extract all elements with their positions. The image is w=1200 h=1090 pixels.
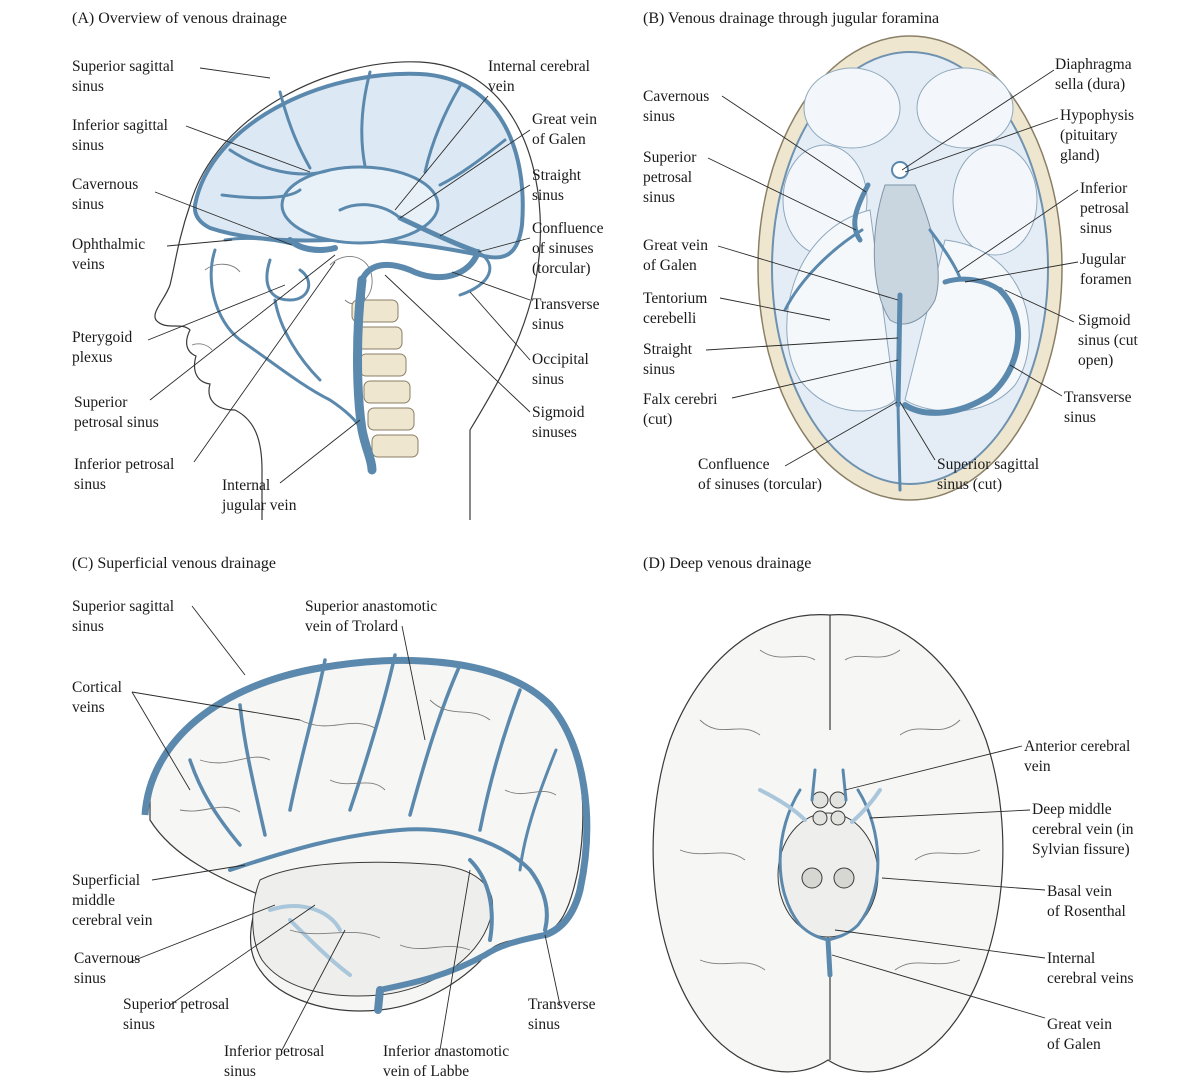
great-vein-galen-d [825, 937, 833, 978]
head-outline [154, 61, 542, 520]
panel-b-title: (B) Venous drainage through jugular fora… [643, 10, 940, 27]
superficial-middle-cerebral-c [228, 827, 549, 932]
label-a-inferior-sagittal-sinus: Inferior sagittal sinus [72, 117, 168, 154]
label-a-superior-sagittal-sinus: Superior sagittal sinus [72, 58, 175, 95]
straight-sinus-b [895, 292, 903, 408]
label-d-basal-vein-of-rosenthal: Basal vein of Rosenthal [1047, 883, 1126, 920]
transverse-sigmoid-path [359, 249, 481, 303]
temporal-lobe-c [252, 861, 494, 997]
label-b-falx-cerebri: Falx cerebri (cut) [643, 391, 718, 428]
label-a-great-vein-of-galen: Great vein of Galen [532, 111, 597, 148]
label-a-confluence-of-sinuses: Confluence of sinuses (torcular) [532, 220, 604, 277]
lips-outline [191, 343, 213, 351]
label-a-cavernous-sinus: Cavernous sinus [72, 176, 139, 213]
panel-d-illustration [652, 614, 1004, 1073]
panel-c-illustration [141, 653, 591, 1014]
label-c-cortical-veins: Cortical veins [72, 679, 122, 716]
jugular-c [374, 986, 384, 1014]
falx-line-b [896, 403, 902, 492]
label-d-great-vein-of-galen: Great vein of Galen [1047, 1016, 1112, 1053]
label-b-confluence-of-sinuses: Confluence of sinuses (torcular) [698, 456, 822, 493]
label-b-sigmoid-sinus: Sigmoid sinus (cut open) [1078, 312, 1138, 369]
deep-middle-cerebral-left [758, 788, 807, 822]
transverse-sinus-c [377, 932, 548, 993]
label-a-internal-cerebral-vein: Internal cerebral vein [488, 58, 590, 95]
cavernous-sinus-path [287, 237, 338, 253]
middle-fossa-right [952, 144, 1038, 256]
straight-sinus-path [397, 215, 481, 255]
panel-a-title: (A) Overview of venous drainage [72, 10, 288, 27]
label-b-inferior-petrosal-sinus: Inferior petrosal sinus [1080, 180, 1130, 237]
anterior-cerebral-veins-d [810, 768, 848, 802]
inferior-petrosal-b [928, 228, 962, 280]
label-c-superior-petrosal-sinus: Superior petrosal sinus [123, 996, 230, 1033]
label-a-ophthalmic-veins: Ophthalmic veins [72, 236, 146, 273]
panel-c-title: (C) Superficial venous drainage [72, 555, 276, 572]
internal-jugular-path [353, 275, 377, 475]
label-a-pterygoid-plexus: Pterygoid plexus [72, 329, 133, 366]
anterior-fossa-right [916, 67, 1014, 149]
label-a-superior-petrosal-sinus: Superior petrosal sinus [74, 394, 159, 431]
label-a-straight-sinus: Straight sinus [532, 167, 582, 204]
deep-middle-cerebral-right [850, 788, 882, 824]
label-a-transverse-sinus: Transverse sinus [532, 296, 600, 333]
label-b-transverse-sinus: Transverse sinus [1064, 389, 1132, 426]
anterior-fossa-left [803, 67, 901, 149]
label-c-superior-sagittal-sinus: Superior sagittal sinus [72, 598, 175, 635]
basal-vein-right [826, 788, 880, 942]
label-c-superficial-middle-cerebral-vein: Superficial middle cerebral vein [72, 872, 153, 929]
label-b-diaphragma-sella: Diaphragma sella (dura) [1055, 56, 1132, 93]
labbe-vein-c [468, 858, 494, 942]
label-b-jugular-foramen: Jugular foramen [1080, 251, 1132, 288]
panel-a-illustration [154, 61, 542, 520]
basal-vein-left [778, 788, 830, 942]
label-d-anterior-cerebral-vein: Anterior cerebral vein [1024, 738, 1131, 775]
superior-petrosal-b [783, 228, 864, 312]
occipital-vein-path [458, 250, 492, 297]
leader-lines [129, 67, 1079, 1051]
panel-d-title: (D) Deep venous drainage [643, 555, 812, 572]
label-b-cavernous-sinus: Cavernous sinus [643, 88, 710, 125]
label-b-superior-petrosal-sinus: Superior petrosal sinus [643, 149, 697, 206]
label-c-cavernous-sinus: Cavernous sinus [74, 950, 141, 987]
label-d-internal-cerebral-veins: Internal cerebral veins [1047, 950, 1134, 987]
label-c-superior-anastomotic-vein: Superior anastomotic vein of Trolard [305, 598, 438, 635]
cervical-spine [351, 299, 419, 458]
tentorium-left [786, 209, 896, 412]
optic-structures-d [811, 791, 847, 826]
pterygoid-plexus-path [265, 258, 322, 382]
label-a-internal-jugular-vein: Internal jugular vein [222, 477, 297, 514]
label-a-inferior-petrosal-sinus: Inferior petrosal sinus [74, 456, 175, 493]
label-b-straight-sinus: Straight sinus [643, 341, 693, 378]
mammillary-right [833, 867, 855, 889]
label-b-great-vein-of-galen: Great vein of Galen [643, 237, 708, 274]
label-c-inferior-petrosal-sinus: Inferior petrosal sinus [224, 1043, 325, 1080]
gyri-folds-d [679, 649, 981, 971]
label-c-transverse-sinus: Transverse sinus [528, 996, 596, 1033]
label-b-superior-sagittal-sinus-cut: Superior sagittal sinus (cut) [937, 456, 1040, 493]
sigmoid-transverse-b [902, 287, 1022, 416]
label-d-deep-middle-cerebral-vein: Deep middle cerebral vein (in Sylvian fi… [1032, 801, 1134, 858]
cortical-veins-c [188, 653, 558, 872]
panel-b-illustration [757, 35, 1063, 501]
mammillary-left [801, 867, 823, 889]
facial-veins-path [209, 248, 364, 432]
hypophysis-shape [891, 161, 909, 179]
internal-cerebral-vein [338, 203, 402, 220]
petrosal-sinuses-c [268, 904, 352, 977]
eye-outline [204, 263, 241, 273]
gyri-folds-c [179, 699, 557, 951]
label-c-inferior-anastomotic-vein: Inferior anastomotic vein of Labbe [383, 1043, 510, 1080]
label-a-sigmoid-sinuses: Sigmoid sinuses [532, 404, 585, 441]
label-b-hypophysis: Hypophysis (pituitary gland) [1060, 107, 1135, 164]
cortical-vein-branches [220, 70, 507, 200]
sagittal-sinus-c [141, 656, 591, 939]
label-a-occipital-sinus: Occipital sinus [532, 351, 589, 388]
label-b-tentorium-cerebelli: Tentorium cerebelli [643, 290, 708, 327]
